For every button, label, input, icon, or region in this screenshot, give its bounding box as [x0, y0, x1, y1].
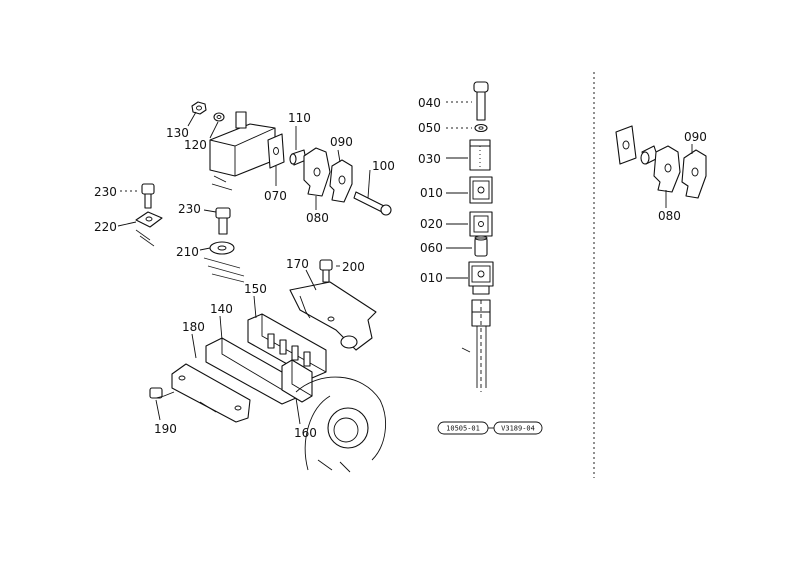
callout-160: 160 — [294, 426, 317, 440]
callout-010-upper: 010 — [420, 186, 443, 200]
gear-housing-outline — [295, 376, 386, 473]
stamp-right-frame — [493, 421, 543, 435]
part-220-square-nut — [135, 211, 163, 247]
center-part-stack — [461, 81, 494, 392]
callout-050: 050 — [418, 121, 441, 135]
callout-230-upper: 230 — [94, 185, 117, 199]
callout-130: 130 — [166, 126, 189, 140]
callout-030: 030 — [418, 152, 441, 166]
part-050-washer — [474, 123, 488, 133]
leader-lines — [117, 101, 693, 425]
right-panel-assembly — [615, 125, 707, 199]
stamp-left-code: 10505-01 — [446, 425, 480, 433]
part-090-bracket-detail — [681, 149, 707, 199]
callout-090-right: 090 — [684, 130, 707, 144]
callout-120: 120 — [184, 138, 207, 152]
part-040-bolt — [473, 81, 489, 121]
part-100-bolt — [353, 191, 392, 216]
callout-200: 200 — [342, 260, 365, 274]
callout-080: 080 — [306, 211, 329, 225]
part-230-bolt-upper — [141, 183, 155, 209]
callout-060: 060 — [420, 241, 443, 255]
part-150-block — [247, 313, 327, 379]
callout-070: 070 — [264, 189, 287, 203]
part-120-washer — [213, 112, 225, 122]
part-070-plate — [267, 133, 285, 169]
callout-230-lower: 230 — [178, 202, 201, 216]
small-hardware-group — [135, 183, 245, 283]
callout-040: 040 — [418, 96, 441, 110]
callout-150: 150 — [244, 282, 267, 296]
housing-block — [209, 111, 276, 191]
callout-010-lower: 010 — [420, 271, 443, 285]
callout-210: 210 — [176, 245, 199, 259]
part-080-bracket-detail — [653, 145, 681, 193]
part-shaft — [461, 299, 491, 392]
callout-190: 190 — [154, 422, 177, 436]
part-230-bolt-lower — [215, 207, 231, 235]
part-200-bolt — [319, 259, 333, 283]
callout-220: 220 — [94, 220, 117, 234]
stamp-right-code: V3189-04 — [501, 425, 535, 433]
part-pin-detail — [640, 145, 659, 165]
callout-140: 140 — [210, 302, 233, 316]
part-030-sleeve — [469, 139, 491, 171]
callout-labels: 040 050 030 010 020 060 010 130 120 110 … — [94, 96, 707, 440]
callout-110: 110 — [288, 111, 311, 125]
part-180-plate — [171, 363, 251, 423]
lower-assembly — [149, 259, 386, 473]
callout-080-right: 080 — [658, 209, 681, 223]
reference-stamps: 10505-01 V3189-04 — [437, 421, 543, 435]
callout-170: 170 — [286, 257, 309, 271]
part-010-coupling-upper — [469, 176, 493, 204]
part-170-plate — [289, 281, 377, 351]
part-010-coupling-lower — [468, 261, 494, 295]
part-060-pin — [474, 235, 488, 257]
callout-020: 020 — [420, 217, 443, 231]
part-190-bolt — [149, 387, 175, 399]
part-020-block — [469, 211, 493, 237]
part-090-bracket — [329, 159, 353, 203]
part-160-shim — [281, 359, 313, 403]
callout-180: 180 — [182, 320, 205, 334]
part-210-washer — [203, 241, 245, 283]
callout-090: 090 — [330, 135, 353, 149]
callout-100: 100 — [372, 159, 395, 173]
part-080-bracket — [303, 147, 331, 197]
upper-left-assembly — [191, 101, 392, 216]
part-plate-detail — [615, 125, 637, 165]
part-130-nut — [191, 101, 207, 115]
